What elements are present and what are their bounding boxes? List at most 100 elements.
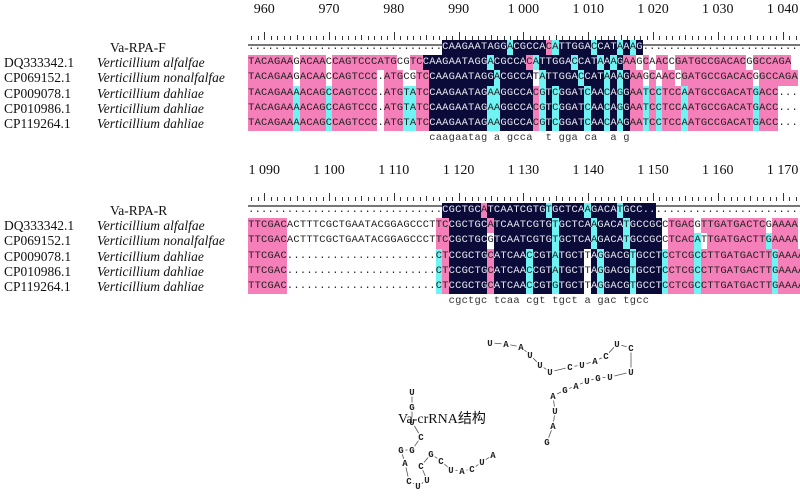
nucleotide: G: [545, 218, 553, 234]
nucleotide: A: [448, 55, 455, 71]
nucleotide: C: [649, 263, 656, 279]
nucleotide: T: [461, 55, 468, 71]
nucleotide: A: [784, 263, 792, 279]
nucleotide: G: [345, 115, 352, 132]
nucleotide: G: [564, 100, 572, 116]
nucleotide: G: [597, 248, 604, 264]
ruler-tick: [374, 197, 376, 201]
consensus-base: g: [558, 132, 565, 145]
nucleotide: A: [506, 218, 514, 234]
nucleotide: A: [616, 218, 624, 234]
nucleotide: A: [681, 85, 688, 101]
nucleotide: C: [377, 234, 384, 247]
consensus-base: c: [565, 295, 572, 308]
nucleotide: .: [403, 264, 410, 277]
nucleotide: T: [467, 100, 475, 116]
nucleotide: G: [603, 263, 611, 279]
nucleotide: A: [474, 85, 481, 101]
nucleotide: T: [674, 263, 682, 279]
nucleotide: C: [364, 115, 371, 132]
nucleotide: T: [765, 248, 772, 264]
nucleotide: A: [435, 55, 443, 71]
nucleotide: C: [513, 100, 520, 116]
rna-nucleotide: G: [562, 386, 567, 396]
nucleotide: C: [694, 248, 701, 264]
nucleotide: A: [610, 248, 617, 264]
nucleotide: C: [532, 100, 540, 116]
nucleotide: .: [319, 249, 326, 262]
ruler-tick: [445, 36, 447, 40]
ruler-tick-label: 1 120: [442, 163, 475, 178]
nucleotide: .: [358, 41, 365, 53]
primer-name: Va-RPA-F: [110, 40, 166, 55]
nucleotide: T: [545, 248, 553, 264]
nucleotide: A: [286, 70, 294, 86]
nucleotide: .: [280, 41, 287, 53]
ruler-tick: [406, 197, 408, 201]
nucleotide: C: [513, 70, 520, 86]
nucleotide: .: [371, 249, 378, 262]
nucleotide: G: [752, 71, 759, 84]
nucleotide: C: [532, 263, 540, 279]
nucleotide: T: [746, 115, 753, 132]
nucleotide: G: [694, 219, 701, 232]
nucleotide: G: [273, 115, 281, 132]
rna-nucleotide: C: [603, 352, 609, 362]
nucleotide: C: [765, 115, 772, 132]
nucleotide: C: [480, 218, 488, 234]
nucleotide: G: [345, 85, 352, 101]
ruler-tick: [309, 36, 311, 40]
nucleotide: A: [791, 278, 798, 295]
nucleotide: G: [474, 218, 481, 234]
nucleotide: C: [260, 70, 268, 86]
nucleotide: T: [248, 263, 255, 279]
ruler-tick: [750, 35, 752, 40]
nucleotide: T: [668, 233, 675, 249]
ruler-tick: [776, 197, 778, 201]
ruler-tick: [795, 197, 797, 201]
nucleotide: C: [370, 70, 378, 86]
nucleotide: .: [759, 204, 766, 216]
consensus-row: caagaatag a gcca t gga ca a g: [248, 131, 800, 145]
backbone-bond: [548, 430, 552, 438]
nucleotide: C: [396, 56, 404, 69]
ruler-tick: [251, 36, 253, 40]
ruler-tick: [491, 35, 492, 40]
ruler-tick: [640, 36, 642, 40]
nucleotide: G: [720, 263, 727, 279]
nucleotide: G: [577, 40, 585, 56]
nucleotide: G: [345, 234, 352, 247]
nucleotide: G: [733, 218, 740, 234]
nucleotide: C: [655, 233, 662, 249]
nucleotide: .: [325, 41, 332, 53]
nucleotide: T: [733, 248, 740, 264]
nucleotide: C: [526, 218, 533, 234]
nucleotide: .: [312, 249, 320, 262]
nucleotide: T: [532, 71, 539, 84]
nucleotide: .: [429, 279, 436, 292]
nucleotide: T: [707, 233, 714, 249]
nucleotide: T: [759, 248, 766, 264]
nucleotide: T: [707, 263, 714, 279]
ruler-tick: [367, 197, 369, 201]
nucleotide: .: [396, 264, 404, 277]
nucleotide: C: [649, 115, 656, 132]
nucleotide: A: [571, 115, 578, 132]
nucleotide: G: [629, 218, 637, 234]
nucleotide: .: [286, 249, 294, 262]
primer-sequence-row: ..............................CGCTGCATCA…: [248, 203, 800, 219]
nucleotide: C: [616, 248, 624, 264]
nucleotide: .: [338, 41, 345, 53]
nucleotide: G: [746, 56, 753, 69]
backbone-bond: [621, 344, 627, 348]
nucleotide: C: [771, 115, 779, 132]
nucleotide: T: [552, 70, 559, 86]
nucleotide: .: [429, 41, 436, 53]
nucleotide: A: [629, 40, 637, 56]
nucleotide: C: [700, 263, 708, 279]
